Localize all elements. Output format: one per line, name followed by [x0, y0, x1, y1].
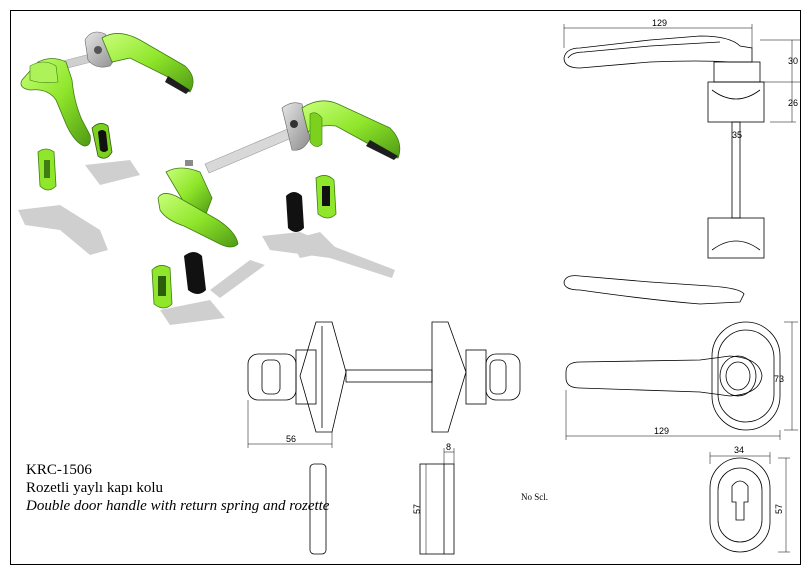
product-name-tr: Rozetli yaylı kapı kolu [26, 480, 164, 496]
front-dimensions [247, 400, 333, 448]
front-right-end [485, 353, 521, 401]
title-block: KRC-1506 Rozetli yaylı kapı kolu Double … [26, 461, 406, 515]
front-right-neck [465, 349, 487, 405]
side-rosette-bottom [707, 217, 765, 259]
plate-side-right [419, 463, 455, 555]
dim-plate-thickness: 8 [446, 442, 451, 452]
front-left-end [247, 353, 297, 401]
side-rosette-bottom-detail [711, 240, 761, 251]
front-left-end-inner [261, 359, 281, 395]
top-rosette-outer [711, 321, 781, 431]
top-dimensions [565, 321, 798, 440]
shadow-group [18, 160, 395, 325]
plate-front-outer [709, 457, 771, 553]
handle-left-neck [29, 61, 59, 83]
rosette-black-insert [98, 130, 108, 152]
side-rosette-top [707, 81, 765, 123]
rosette-green-bottom-key [158, 276, 166, 296]
plate-keyhole [731, 480, 749, 521]
top-rosette-inner [717, 329, 775, 423]
drawing-frame [10, 10, 801, 565]
dim-top-length: 129 [654, 426, 669, 436]
side-neck-top [713, 61, 761, 83]
plate-dimensions [425, 448, 790, 554]
front-view [247, 321, 521, 433]
front-left-rosette [299, 321, 347, 433]
exploded-3d-view [18, 31, 401, 325]
scale-note: No Scl. [521, 492, 548, 502]
product-code: KRC-1506 [26, 462, 92, 478]
dim-plate-width: 34 [734, 445, 744, 455]
side-view [563, 35, 765, 305]
side-handle-top-edge [567, 41, 721, 59]
top-view [565, 321, 781, 431]
rosette-black-right [286, 192, 304, 232]
side-handle-bottom [563, 275, 745, 305]
dim-plate-height-a: 57 [412, 504, 422, 514]
rosette-keyhole [44, 160, 50, 178]
dim-top-height: 73 [774, 374, 784, 384]
rosette-green-right-key [322, 186, 330, 206]
product-name-en: Double door handle with return spring an… [26, 498, 330, 514]
top-handle [565, 355, 763, 397]
front-right-rosette [431, 321, 467, 433]
side-handle-top [563, 35, 753, 69]
rosette-right-hole [290, 120, 298, 128]
side-rosette-top-detail [711, 89, 761, 100]
front-spindle [345, 369, 433, 383]
spindle-cap [185, 160, 193, 166]
front-right-end-inner [489, 359, 507, 395]
handle-top-right [101, 33, 194, 93]
dim-plate-height-b: 57 [774, 504, 784, 514]
plate-side-left [309, 463, 327, 555]
dim-front-width: 56 [286, 434, 296, 444]
side-dimensions [563, 24, 800, 123]
plate-views [309, 457, 771, 555]
dim-side-length: 129 [652, 18, 667, 28]
top-handle-boss-inner [725, 361, 751, 391]
dim-spindle: 35 [732, 130, 742, 140]
dim-rosette-depth: 26 [788, 98, 798, 108]
rosette-black-bottom [184, 252, 206, 294]
top-handle-boss [719, 355, 757, 397]
plate-front-inner [717, 467, 763, 543]
handle-top-right-shade [165, 76, 190, 94]
spindle-middle [204, 127, 295, 174]
front-left-neck [295, 349, 317, 405]
handle-center [157, 193, 239, 248]
rosette-hole [94, 46, 102, 54]
dim-side-height: 30 [788, 56, 798, 66]
handle-right-shade [366, 140, 398, 160]
handle-right-neck [309, 112, 323, 147]
